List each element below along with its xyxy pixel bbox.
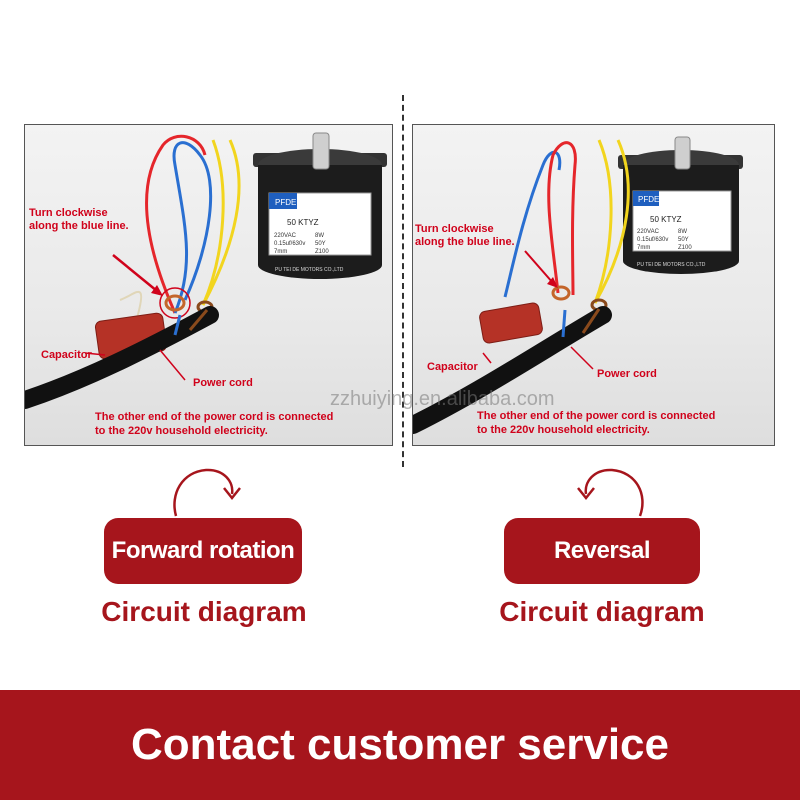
note-line1: The other end of the power cord is conne… <box>95 411 334 423</box>
power-cord-cable <box>25 306 219 409</box>
turn-pointer-arrow <box>524 250 554 284</box>
turn-label-line1: Turn clockwise <box>415 223 494 235</box>
clockwise-arrow-icon <box>173 468 241 517</box>
forward-circuit-caption: Circuit diagram <box>101 596 307 627</box>
motor-spec-freq: 50Y <box>315 241 326 247</box>
turn-clockwise-label: Turn clockwise along the blue line. <box>29 207 129 233</box>
power-cord-label: Power cord <box>597 368 657 380</box>
motor-spec-shaft: 7mm <box>637 245 650 251</box>
motor-spec-voltage: 220VAC <box>637 229 660 235</box>
contact-customer-service-banner[interactable]: Contact customer service <box>0 690 800 800</box>
reversal-wiring-photo: PFDE 50 KTYZ 220VAC 0.15uf/630v 7mm 8W 5… <box>412 124 775 446</box>
motor-footer: PU TEI DE MOTORS CO.,LTD <box>275 267 344 273</box>
motor-model: 50 KTYZ <box>287 218 319 227</box>
turn-pointer-arrow <box>112 254 158 292</box>
motor-model: 50 KTYZ <box>650 215 682 224</box>
capacitor-label: Capacitor <box>427 361 478 373</box>
capacitor-part <box>479 302 543 344</box>
motor-spec-code: Z100 <box>678 245 692 251</box>
forward-rotation-button[interactable]: Forward rotation <box>104 518 302 584</box>
counterclockwise-arrow-icon <box>577 468 644 517</box>
motor-spec-code: Z100 <box>315 249 329 255</box>
turn-label-line1: Turn clockwise <box>29 207 108 219</box>
motor-spec-capacitor: 0.15uf/630v <box>637 237 668 243</box>
note-line2: to the 220v household electricity. <box>477 424 650 436</box>
power-note: The other end of the power cord is conne… <box>95 410 333 438</box>
motor: PFDE 50 KTYZ 220VAC 0.15uf/630v 7mm 8W 5… <box>253 132 387 279</box>
watermark: zzhuiying.en.alibaba.com <box>330 388 555 410</box>
panel-divider <box>402 95 404 467</box>
capacitor-label: Capacitor <box>41 349 92 361</box>
turn-label-line2: along the blue line. <box>29 220 129 232</box>
motor-spec-shaft: 7mm <box>274 249 287 255</box>
forward-wiring-photo: PFDE 50 KTYZ 220VAC 0.15uf/630v 7mm 8W 5… <box>24 124 393 446</box>
motor-footer: PU TEI DE MOTORS CO.,LTD <box>637 262 706 268</box>
reversal-circuit-caption: Circuit diagram <box>499 596 705 627</box>
turn-label-line2: along the blue line. <box>415 236 515 248</box>
twisted-junction <box>551 285 571 301</box>
power-cord-label: Power cord <box>193 377 253 389</box>
motor-brand: PFDE <box>275 198 296 207</box>
motor-brand: PFDE <box>638 195 659 204</box>
motor: PFDE 50 KTYZ 220VAC 0.15uf/630v 7mm 8W 5… <box>618 136 743 274</box>
motor-spec-freq: 50Y <box>678 237 689 243</box>
reversal-wiring-illustration: PFDE 50 KTYZ 220VAC 0.15uf/630v 7mm 8W 5… <box>413 136 743 434</box>
note-line2: to the 220v household electricity. <box>95 425 268 437</box>
note-line1: The other end of the power cord is conne… <box>477 410 716 422</box>
reversal-button[interactable]: Reversal <box>504 518 700 584</box>
blue-wire <box>172 141 213 314</box>
motor-spec-power: 8W <box>315 233 324 239</box>
motor-spec-voltage: 220VAC <box>274 233 297 239</box>
blue-wire <box>503 151 562 298</box>
forward-wiring-illustration: PFDE 50 KTYZ 220VAC 0.15uf/630v 7mm 8W 5… <box>25 132 387 409</box>
power-note: The other end of the power cord is conne… <box>477 409 715 437</box>
turn-clockwise-label: Turn clockwise along the blue line. <box>415 223 515 249</box>
yellow-wire-2 <box>201 139 241 306</box>
red-wire <box>547 141 577 296</box>
motor-spec-capacitor: 0.15uf/630v <box>274 241 305 247</box>
motor-spec-power: 8W <box>678 229 687 235</box>
yellow-wire-1 <box>201 139 225 306</box>
yellow-wire-1 <box>593 139 613 304</box>
twisted-junction <box>164 294 186 312</box>
power-cord-cable <box>413 306 612 434</box>
red-wire <box>145 134 207 314</box>
yellow-wire-2 <box>593 139 630 304</box>
